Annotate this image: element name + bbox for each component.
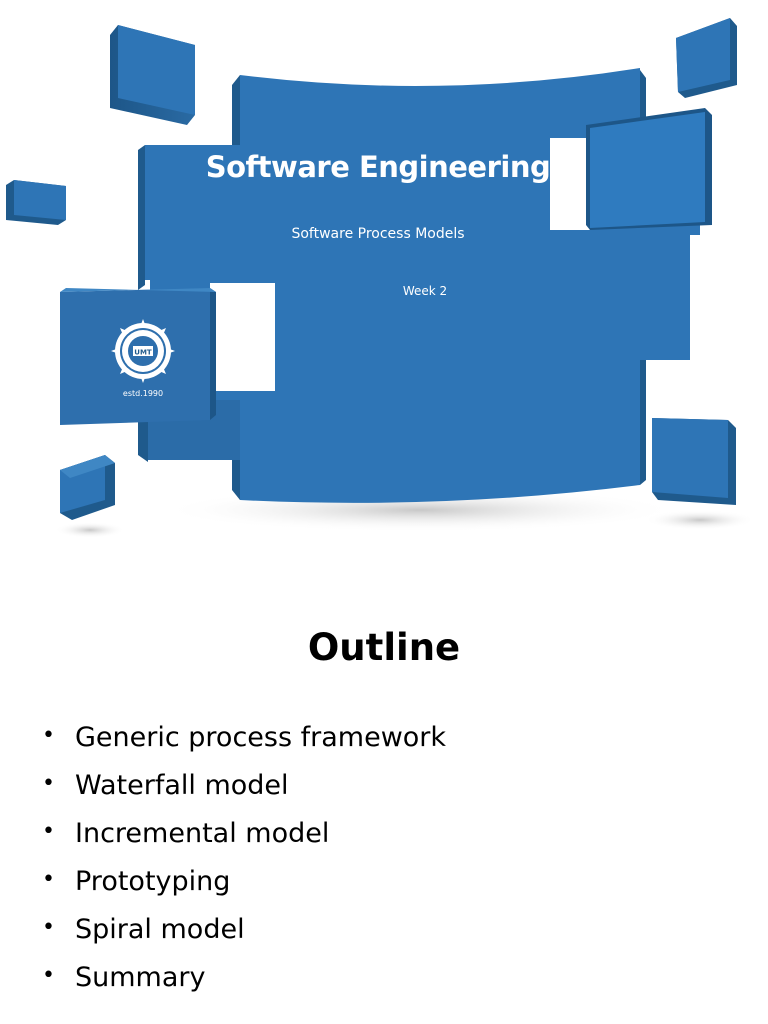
outline-title: Outline <box>307 626 461 669</box>
logo-panel-top <box>60 288 216 292</box>
floating-block-top <box>60 455 115 478</box>
logo-panel-edge <box>210 288 216 420</box>
week-label: Week 2 <box>402 284 448 298</box>
floating-block-face <box>14 180 66 220</box>
panel-cutout <box>550 138 590 230</box>
bullet-icon: • <box>42 723 55 748</box>
list-item-text: Waterfall model <box>75 770 289 801</box>
list-item: • Incremental model <box>42 812 446 860</box>
list-item-text: Prototyping <box>75 866 231 897</box>
list-item: • Generic process framework <box>42 716 446 764</box>
slide-background-graphic <box>6 18 755 538</box>
list-item-text: Incremental model <box>75 818 330 849</box>
floating-block-face <box>590 112 705 228</box>
logo-wordmark: UMT <box>134 349 152 357</box>
university-logo: UMT estd.1990 <box>108 315 178 405</box>
bullet-icon: • <box>42 819 55 844</box>
bullet-icon: • <box>42 963 55 988</box>
seal-icon: UMT <box>111 319 175 383</box>
floating-block-face <box>118 25 195 115</box>
outline-slide: Outline • Generic process framework • Wate… <box>0 576 768 1024</box>
bullet-icon: • <box>42 867 55 892</box>
list-item-text: Summary <box>75 962 206 993</box>
block-shadow <box>55 522 125 538</box>
logo-established-text: estd.1990 <box>122 389 164 398</box>
panel-notch-edge <box>138 145 145 290</box>
list-item: • Prototyping <box>42 860 446 908</box>
slide-title: Software Engineering <box>205 150 551 184</box>
list-item-text: Generic process framework <box>75 722 447 753</box>
list-item: • Spiral model <box>42 908 446 956</box>
panel-cutout <box>210 283 275 391</box>
slide-subtitle: Software Process Models <box>291 226 465 242</box>
floating-block-face <box>676 18 730 92</box>
list-item: • Waterfall model <box>42 764 446 812</box>
block-shadow <box>645 510 755 530</box>
bullet-icon: • <box>42 771 55 796</box>
list-item: • Summary <box>42 956 446 1004</box>
list-item-text: Spiral model <box>75 914 245 945</box>
outline-list: • Generic process framework • Waterfall mo… <box>42 716 446 1004</box>
title-slide: Software Engineering Software Process Mo… <box>6 18 755 538</box>
bullet-icon: • <box>42 915 55 940</box>
floating-block-face <box>652 418 728 498</box>
